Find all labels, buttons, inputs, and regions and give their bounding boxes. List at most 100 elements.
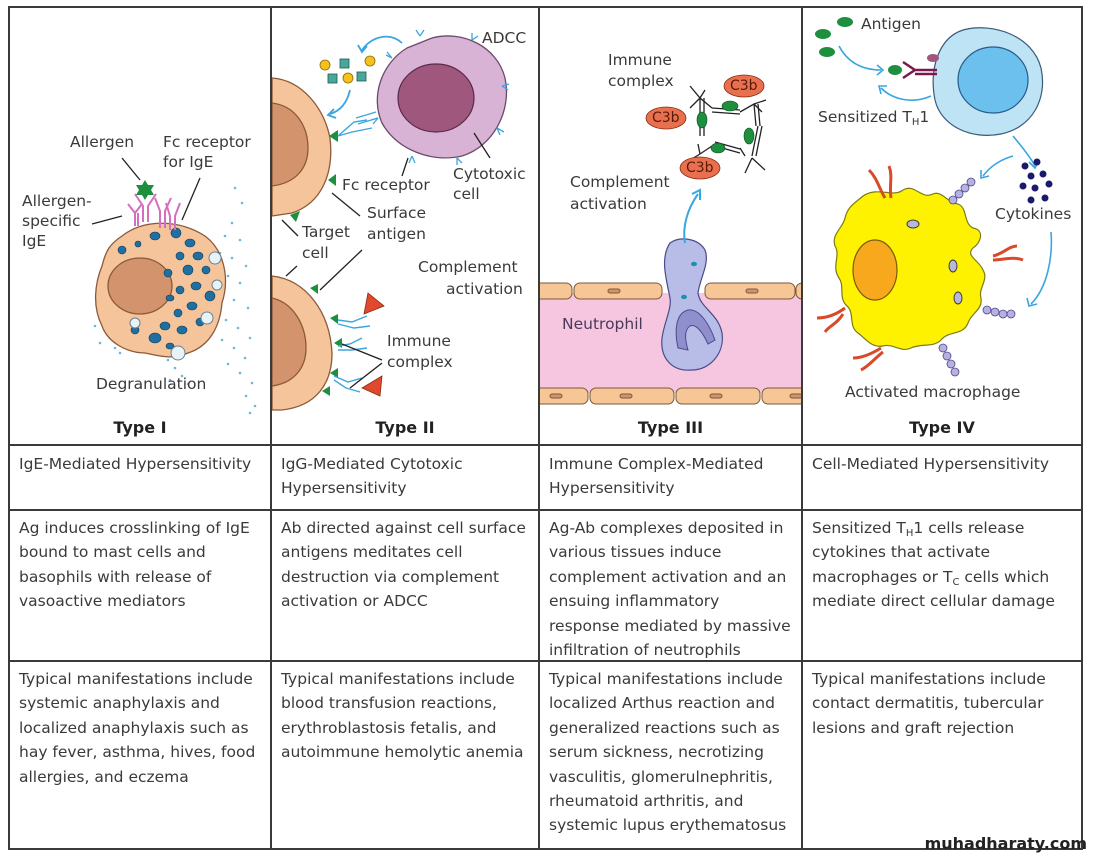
leader-lines: [281, 132, 491, 389]
manifestation-cell-type-i: Typical manifestations include systemic …: [19, 670, 256, 786]
type-iv-illustration: Antigen Sensitized TH1 Cytokines Activat…: [803, 8, 1081, 445]
antibody-bridge: [337, 111, 379, 137]
immune-complex-antibodies: [333, 315, 371, 393]
column-divider: [801, 6, 803, 850]
cytokine-arrow-down: [1030, 231, 1053, 305]
subscript: H: [905, 528, 914, 539]
complement-triangles: [361, 292, 385, 397]
row-divider: [8, 509, 1083, 511]
target-nucleus-lower: [272, 297, 307, 387]
granule: [691, 261, 697, 267]
label-sensitized-text: Sensitized T: [818, 108, 912, 126]
label-complement: Complement: [570, 173, 670, 191]
receptor-knob: [927, 54, 939, 62]
antigens: [696, 100, 755, 154]
cytotoxic-diagram: [272, 29, 510, 411]
macrophage-receptors-red: [816, 165, 1024, 372]
surface-antigens: [290, 130, 342, 396]
label-complement: Complement: [418, 258, 518, 276]
text-part: 1 cells release cytokines that activate …: [812, 519, 1025, 586]
th1-nucleus: [957, 46, 1029, 114]
arrow-head: [691, 188, 701, 200]
subscript: C: [952, 576, 960, 588]
name-cell-type-iv: Cell-Mediated Hypersensitivity: [812, 455, 1050, 473]
manifestation-cell-type-iii: Typical manifestations include localized…: [549, 670, 787, 835]
label-surface: Surface: [367, 204, 427, 222]
return-arrow: [880, 87, 932, 101]
row-divider: [8, 444, 1083, 446]
complement-arrow: [683, 193, 699, 244]
label-suffix: 1: [919, 108, 930, 126]
type-ii-illustration: ADCC Fc receptor Cytotoxic cell Surface …: [272, 8, 538, 445]
type-iii-illustration: C3b C3b C3b Immune complex Complement ac…: [540, 8, 801, 445]
label-immune-complex: complex: [608, 72, 674, 90]
table-frame: [8, 6, 1083, 850]
name-cell-type-ii: IgG-Mediated Cytotoxic Hypersensitivity: [281, 455, 463, 498]
manifestation-cell-type-ii: Typical manifestations include blood tra…: [281, 670, 524, 762]
label-c3b: C3b: [686, 160, 714, 176]
cell-mediated-diagram: [815, 17, 1053, 377]
macrophage-receptors-purple: [938, 177, 1016, 377]
cytotoxic-nucleus: [397, 63, 475, 133]
label-antigen: Antigen: [861, 15, 922, 33]
c3b-proteins: [645, 74, 765, 180]
label-complement-activation: activation: [570, 195, 647, 213]
antigens: [815, 17, 902, 75]
neutrophil-nucleus: [675, 309, 716, 351]
label-target: Target: [302, 223, 350, 241]
column-divider: [538, 6, 540, 850]
mechanism-cell-type-ii: Ab directed against cell surface antigen…: [281, 519, 526, 611]
label-fc-receptor: Fc receptor: [342, 176, 430, 194]
granule: [681, 294, 687, 300]
type-label: Type I: [113, 418, 167, 437]
label-cytotoxic-cell: cell: [453, 185, 480, 203]
name-cell-type-i: IgE-Mediated Hypersensitivity: [19, 455, 252, 473]
label-c3b: C3b: [730, 78, 758, 94]
target-nucleus-upper: [272, 102, 309, 187]
label-neutrophil: Neutrophil: [562, 315, 643, 333]
text-part: cells which mediate direct cellular dama…: [812, 567, 1055, 611]
mechanism-cell-type-iv: Sensitized TH1 cells release cytokines t…: [803, 516, 1081, 614]
label-surface-antigen: antigen: [367, 225, 426, 243]
mast-cell-nucleus: [107, 257, 173, 315]
mechanism-cell-type-i: Ag induces crosslinking of IgE bound to …: [19, 519, 250, 611]
text-part: Sensitized T: [812, 519, 906, 537]
label-sensitized-th1: Sensitized TH1: [818, 107, 930, 128]
ige-antibodies: [127, 193, 181, 230]
cytokine-arrow: [1012, 135, 1036, 167]
arrow-head: [877, 85, 887, 95]
antigen-arrow: [838, 45, 882, 71]
label-fc-receptor-ige: for IgE: [163, 153, 214, 171]
mechanism-cell-type-iii: Ag-Ab complexes deposited in various tis…: [549, 519, 791, 660]
label-fc-receptor: Fc receptor: [163, 133, 251, 151]
cytokine-dots: [1019, 158, 1053, 204]
column-divider: [270, 6, 272, 850]
label-cytokines: Cytokines: [995, 205, 1072, 223]
label-allergen: Allergen: [70, 133, 135, 151]
endothelium-lower: [540, 387, 801, 405]
manifestation-cell-type-iv: Typical manifestations include contact d…: [812, 670, 1046, 737]
label-c3b: C3b: [652, 110, 680, 126]
arrow-head: [1026, 297, 1038, 307]
label-immune-complex: complex: [387, 353, 453, 371]
label-allergen-specific-3: IgE: [22, 232, 47, 250]
mast-cell-diagram: [91, 157, 257, 415]
row-divider: [8, 660, 1083, 662]
label-immune: Immune: [387, 332, 451, 350]
type-label: Type II: [375, 418, 435, 437]
arrow-head: [980, 170, 990, 180]
label-immune: Immune: [608, 51, 672, 69]
cytokine-arrow-left: [982, 155, 1014, 177]
label-target-cell: cell: [302, 244, 329, 262]
label-activated-macrophage: Activated macrophage: [845, 383, 1021, 401]
type-label: Type III: [637, 418, 704, 437]
label-cytotoxic: Cytotoxic: [453, 165, 526, 183]
cytotoxic-granules: [319, 55, 376, 84]
t-cell-receptor: [902, 60, 937, 80]
label-degranulation: Degranulation: [96, 375, 207, 393]
type-i-illustration: Allergen Fc receptor for IgE Allergen- s…: [10, 8, 270, 445]
label-subscript: H: [911, 117, 920, 128]
endothelium-upper: [540, 282, 801, 300]
label-allergen-specific: Allergen-: [22, 192, 92, 210]
degranulating-vesicles: [129, 251, 223, 361]
